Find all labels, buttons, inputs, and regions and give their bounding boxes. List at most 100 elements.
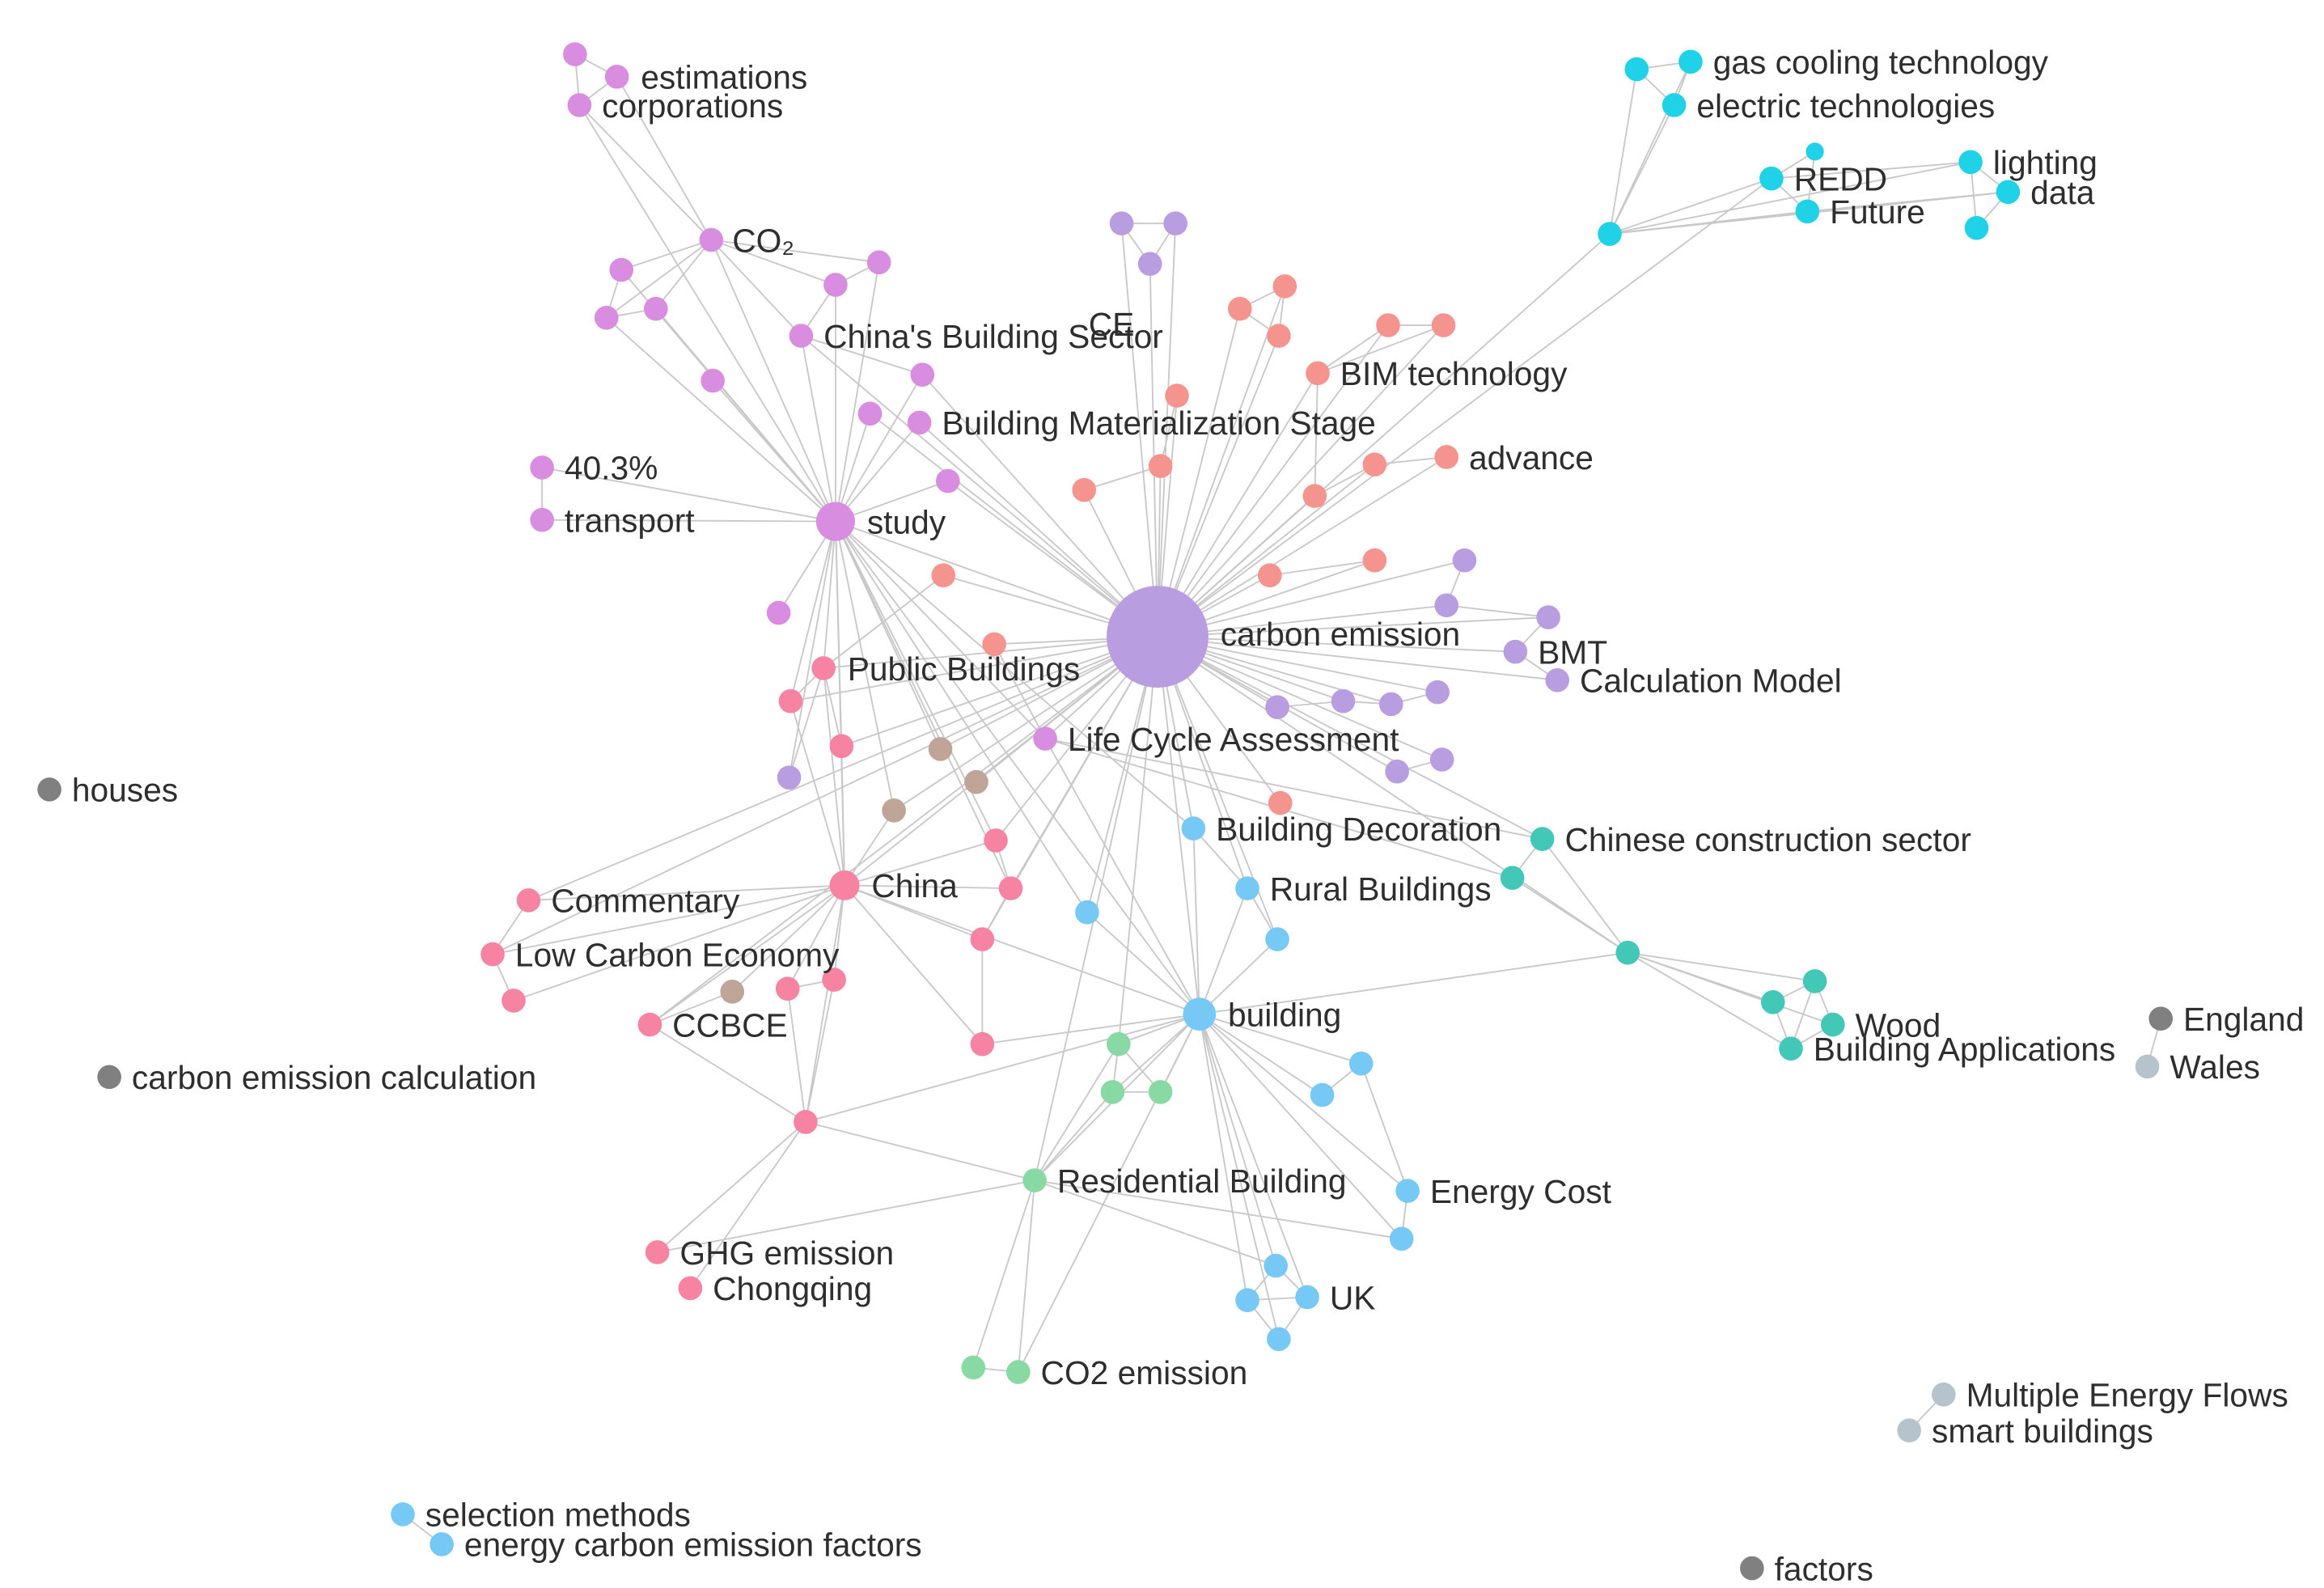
- network-node[interactable]: [1760, 990, 1785, 1014]
- network-node[interactable]: [778, 688, 803, 714]
- network-node[interactable]: [823, 273, 848, 297]
- node-lighting[interactable]: [1958, 150, 1983, 175]
- node-commentary[interactable]: [516, 888, 541, 913]
- node-gas-cooling-technology[interactable]: [1678, 49, 1703, 74]
- network-node[interactable]: [609, 257, 634, 282]
- network-node[interactable]: [1376, 313, 1400, 337]
- node-selection-methods[interactable]: [391, 1502, 415, 1527]
- network-node[interactable]: [1163, 211, 1187, 236]
- network-node[interactable]: [502, 989, 526, 1013]
- network-node[interactable]: [961, 1355, 986, 1380]
- node-data[interactable]: [1996, 180, 2021, 205]
- network-node[interactable]: [998, 876, 1023, 900]
- network-node[interactable]: [720, 980, 745, 1004]
- network-node[interactable]: [866, 250, 891, 275]
- network-node[interactable]: [766, 600, 791, 625]
- network-node[interactable]: [1362, 548, 1387, 573]
- node-multiple-energy-flows[interactable]: [1931, 1383, 1956, 1407]
- network-node[interactable]: [1265, 695, 1289, 719]
- network-node[interactable]: [1257, 563, 1282, 588]
- network-node[interactable]: [1137, 252, 1162, 276]
- network-node[interactable]: [1310, 1082, 1335, 1107]
- network-node[interactable]: [1378, 692, 1403, 717]
- node-england[interactable]: [2148, 1006, 2174, 1031]
- network-node[interactable]: [829, 734, 854, 759]
- network-node[interactable]: [1434, 593, 1459, 618]
- network-node[interactable]: [1385, 759, 1409, 784]
- node-energy-carbon-emission-factors[interactable]: [430, 1532, 454, 1556]
- node-chinas-building-sector[interactable]: [789, 324, 814, 348]
- network-node[interactable]: [1805, 142, 1824, 161]
- network-node[interactable]: [1624, 57, 1649, 82]
- network-node[interactable]: [643, 296, 668, 321]
- node-wales[interactable]: [2135, 1054, 2160, 1079]
- network-node[interactable]: [1264, 1253, 1288, 1278]
- network-node[interactable]: [1109, 211, 1134, 236]
- network-node[interactable]: [1452, 548, 1477, 573]
- network-node[interactable]: [882, 798, 906, 823]
- network-node[interactable]: [1148, 1080, 1173, 1104]
- node-bim-technology[interactable]: [1306, 361, 1330, 386]
- node-low-carbon-economy[interactable]: [480, 942, 505, 967]
- node-future[interactable]: [1795, 199, 1820, 224]
- node-carbon-emission-calculation[interactable]: [97, 1065, 121, 1090]
- node-corporations[interactable]: [567, 93, 592, 117]
- network-node[interactable]: [1165, 383, 1189, 408]
- node-building-materialization-stage[interactable]: [907, 410, 932, 435]
- network-node[interactable]: [1072, 477, 1097, 502]
- node-bmt[interactable]: [1503, 639, 1528, 664]
- network-node[interactable]: [1107, 1031, 1131, 1057]
- network-node[interactable]: [982, 632, 1006, 657]
- network-node[interactable]: [1431, 313, 1456, 337]
- node-smart-buildings[interactable]: [1897, 1418, 1922, 1443]
- network-node[interactable]: [1227, 296, 1252, 321]
- network-node[interactable]: [1802, 969, 1827, 993]
- network-node[interactable]: [822, 968, 846, 992]
- node-electric-technologies[interactable]: [1662, 93, 1687, 117]
- network-node[interactable]: [563, 42, 587, 66]
- network-node[interactable]: [1429, 747, 1454, 772]
- network-node[interactable]: [1536, 605, 1560, 629]
- node-houses[interactable]: [37, 777, 61, 802]
- node-chongqing[interactable]: [678, 1276, 703, 1301]
- node-ghg-emission[interactable]: [645, 1240, 670, 1264]
- node-building[interactable]: [1183, 997, 1217, 1031]
- network-node[interactable]: [1302, 484, 1327, 508]
- network-node[interactable]: [970, 927, 995, 951]
- node-factors[interactable]: [1740, 1556, 1764, 1581]
- network-node[interactable]: [984, 828, 1008, 853]
- node-energy-cost[interactable]: [1395, 1179, 1420, 1203]
- network-node[interactable]: [1615, 940, 1640, 965]
- network-node[interactable]: [1598, 222, 1622, 246]
- node-china[interactable]: [829, 870, 860, 900]
- node-life-cycle-assessment[interactable]: [1033, 726, 1057, 751]
- network-node[interactable]: [794, 1110, 818, 1134]
- network-node[interactable]: [928, 737, 953, 761]
- node-carbon-emission[interactable]: [1107, 586, 1209, 688]
- network-node[interactable]: [1331, 688, 1356, 714]
- network-node[interactable]: [777, 765, 802, 790]
- network-node[interactable]: [1348, 1051, 1374, 1076]
- node-uk[interactable]: [1295, 1285, 1319, 1310]
- network-node[interactable]: [1265, 927, 1289, 951]
- network-node[interactable]: [1389, 1226, 1414, 1251]
- network-node[interactable]: [1267, 324, 1291, 348]
- network-node[interactable]: [1425, 680, 1450, 705]
- network-node[interactable]: [910, 362, 935, 387]
- network-node[interactable]: [594, 306, 619, 330]
- node-wood[interactable]: [1821, 1012, 1845, 1037]
- network-node[interactable]: [970, 1031, 995, 1057]
- node-study[interactable]: [815, 502, 856, 541]
- network-node[interactable]: [1500, 866, 1525, 890]
- network-node[interactable]: [1362, 452, 1387, 477]
- node-public-buildings[interactable]: [811, 656, 836, 680]
- network-node[interactable]: [1148, 454, 1173, 478]
- network-node[interactable]: [1268, 790, 1293, 815]
- network-node[interactable]: [1267, 1327, 1291, 1352]
- node-estimations[interactable]: [604, 64, 629, 89]
- node-rural-buildings[interactable]: [1235, 876, 1259, 900]
- network-node[interactable]: [775, 976, 800, 1001]
- network-node[interactable]: [1964, 215, 1989, 240]
- node-pct-40-3[interactable]: [530, 455, 554, 480]
- node-transport[interactable]: [530, 507, 554, 532]
